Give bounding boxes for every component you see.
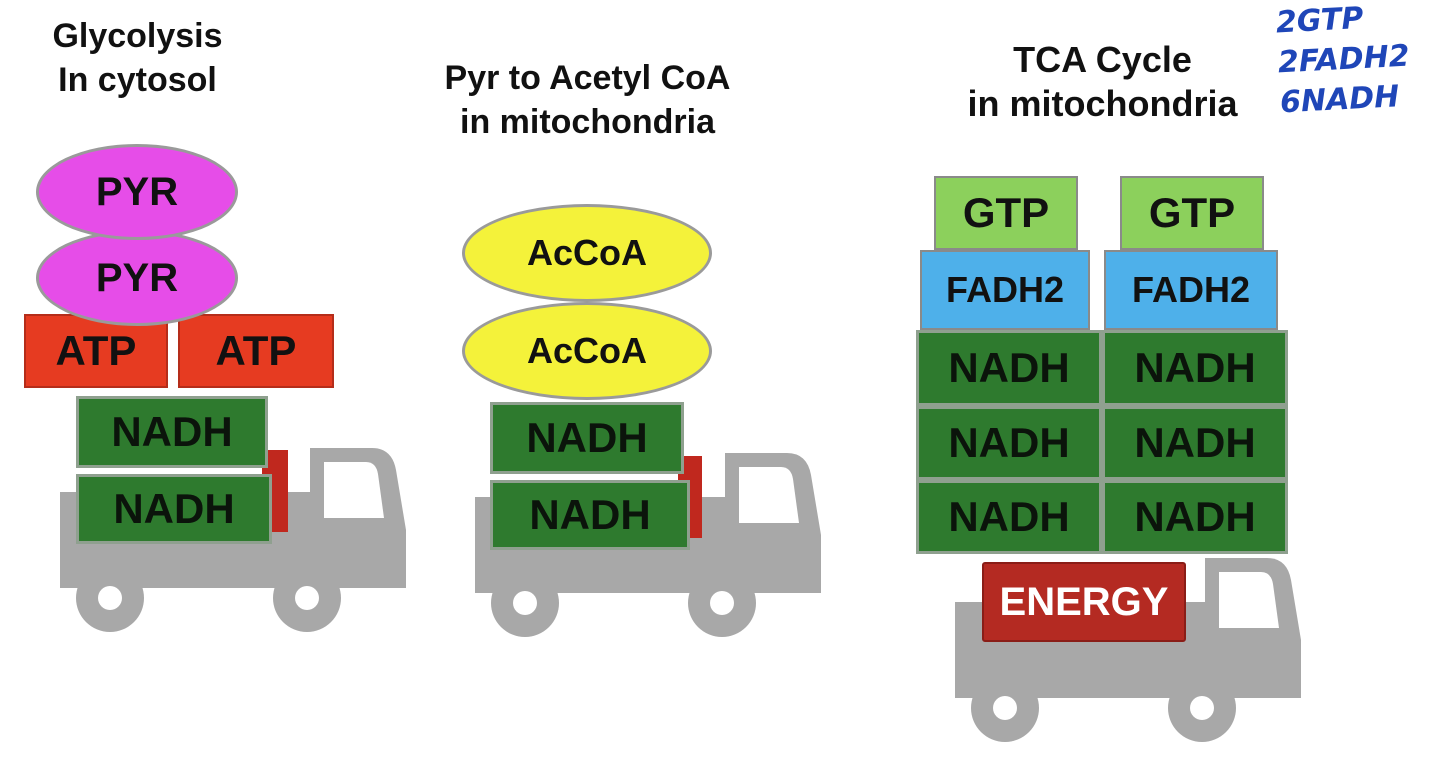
tca-energy-box: ENERGY [982, 562, 1186, 642]
tca-nadh-2: NADH [1102, 330, 1288, 406]
pyr-to-acetyl-accoa-1: AcCoA [462, 204, 712, 302]
pyr-to-acetyl-title: Pyr to Acetyl CoA in mitochondria [444, 59, 731, 141]
tca-gtp-2: GTP [1120, 176, 1264, 250]
glycolysis-atp-1: ATP [24, 314, 168, 388]
tca-gtp-1: GTP [934, 176, 1078, 250]
glycolysis-title: Glycolysis In cytosol [52, 17, 223, 99]
tca-nadh-4: NADH [1102, 406, 1288, 480]
glycolysis-pyr-1: PYR [36, 144, 238, 240]
pyr-to-acetyl-nadh-2: NADH [490, 480, 690, 550]
handwritten-line-fadh2: 2FADH2 [1277, 38, 1411, 81]
handwritten-line-nadh: 6NADH [1279, 79, 1401, 121]
glycolysis-nadh-2: NADH [76, 474, 272, 544]
glycolysis-pyr-2: PYR [36, 230, 238, 326]
tca-nadh-1: NADH [916, 330, 1102, 406]
pyr-to-acetyl-accoa-2: AcCoA [462, 302, 712, 400]
glycolysis-nadh-1: NADH [76, 396, 268, 468]
glycolysis-atp-2: ATP [178, 314, 334, 388]
pyr-to-acetyl-nadh-1: NADH [490, 402, 684, 474]
tca-fadh2-2: FADH2 [1104, 250, 1278, 330]
handwritten-note: 2GTP 2FADH2 6NADH [1275, 0, 1413, 123]
tca-nadh-6: NADH [1102, 480, 1288, 554]
tca-nadh-5: NADH [916, 480, 1102, 554]
tca-title: TCA Cycle in mitochondria [967, 39, 1238, 124]
tca-fadh2-1: FADH2 [920, 250, 1090, 330]
tca-nadh-3: NADH [916, 406, 1102, 480]
